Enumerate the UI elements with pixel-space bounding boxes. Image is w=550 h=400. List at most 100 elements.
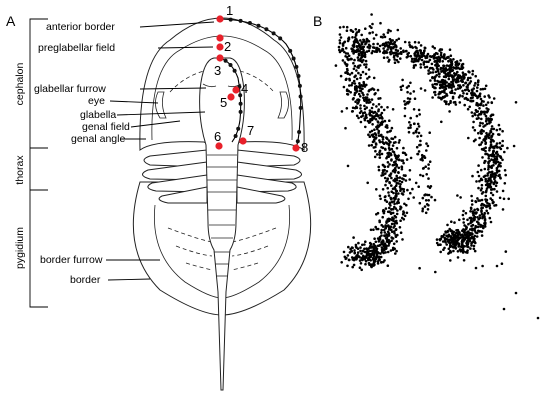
scatter-point bbox=[512, 144, 516, 148]
scatter-point bbox=[359, 39, 362, 42]
scatter-point bbox=[357, 255, 361, 258]
scatter-point bbox=[449, 63, 452, 67]
scatter-point bbox=[452, 79, 455, 82]
scatter-point bbox=[434, 70, 438, 74]
scatter-point bbox=[364, 240, 367, 243]
scatter-point bbox=[456, 239, 460, 242]
scatter-point bbox=[359, 89, 363, 93]
scatter-point bbox=[400, 88, 403, 91]
scatter-point bbox=[408, 121, 411, 124]
scatter-point bbox=[487, 94, 490, 97]
scatter-point bbox=[353, 75, 356, 79]
scatter-point bbox=[443, 95, 447, 98]
scatter-point bbox=[464, 81, 468, 85]
scatter-point bbox=[466, 239, 470, 242]
landmark-8-number: 8 bbox=[301, 140, 308, 155]
scatter-point bbox=[362, 254, 365, 258]
scatter-point bbox=[486, 183, 489, 187]
scatter-point bbox=[493, 177, 496, 181]
scatter-point bbox=[356, 251, 360, 254]
scatter-point bbox=[414, 181, 418, 185]
leader-genal-field bbox=[130, 120, 181, 128]
scatter-point bbox=[405, 211, 409, 215]
panel-b-label: B bbox=[313, 13, 322, 29]
scatter-point bbox=[399, 50, 403, 54]
scatter-point bbox=[384, 207, 388, 210]
scatter-point bbox=[419, 49, 423, 52]
scatter-point bbox=[365, 41, 368, 44]
scatter-point bbox=[444, 57, 447, 61]
scatter-point bbox=[500, 144, 504, 148]
semilandmark-dot bbox=[296, 74, 301, 78]
scatter-point bbox=[363, 104, 366, 108]
scatter-point bbox=[383, 35, 387, 39]
scatter-point bbox=[425, 173, 429, 176]
scatter-point bbox=[391, 163, 395, 167]
scatter-point bbox=[443, 91, 446, 94]
scatter-point bbox=[490, 125, 494, 128]
semilandmark-dot bbox=[256, 23, 261, 28]
scatter-point bbox=[429, 66, 433, 70]
scatter-point bbox=[387, 234, 391, 237]
section-cephalon: cephalon bbox=[14, 63, 26, 106]
scatter-point bbox=[413, 52, 416, 55]
scatter-point bbox=[386, 179, 389, 182]
scatter-point bbox=[495, 128, 499, 132]
scatter-point bbox=[391, 137, 395, 141]
scatter-point bbox=[477, 131, 480, 135]
leader-anterior-border bbox=[139, 21, 215, 28]
scatter-point bbox=[395, 58, 399, 62]
thorax-pleura bbox=[142, 161, 208, 181]
scatter-point bbox=[427, 69, 430, 72]
scatter-point bbox=[397, 154, 400, 157]
scatter-point bbox=[377, 125, 380, 129]
scatter-point bbox=[441, 90, 444, 93]
scatter-point bbox=[483, 95, 487, 98]
scatter-point bbox=[420, 153, 424, 157]
scatter-point bbox=[419, 134, 423, 138]
scatter-point bbox=[498, 176, 502, 179]
scatter-point bbox=[448, 74, 452, 77]
scatter-point bbox=[485, 205, 488, 209]
scatter-point bbox=[365, 63, 368, 66]
scatter-point bbox=[380, 231, 383, 234]
scatter-point bbox=[444, 241, 447, 244]
scatter-point bbox=[401, 238, 404, 241]
scatter-point bbox=[337, 45, 341, 49]
scatter-point bbox=[482, 104, 485, 107]
scatter-point bbox=[438, 96, 442, 100]
scatter-point bbox=[485, 122, 489, 126]
scatter-point bbox=[363, 85, 367, 88]
scatter-point bbox=[428, 55, 432, 58]
scatter-point bbox=[338, 41, 342, 45]
scatter-point bbox=[357, 92, 361, 96]
scatter-point bbox=[360, 42, 364, 46]
scatter-point bbox=[468, 228, 472, 231]
scatter-point bbox=[491, 198, 494, 202]
scatter-point bbox=[347, 258, 351, 262]
scatter-point bbox=[443, 81, 447, 84]
scatter-point bbox=[386, 31, 390, 34]
scatter-point bbox=[389, 129, 393, 133]
scatter-point bbox=[477, 116, 480, 120]
scatter-point bbox=[355, 258, 358, 261]
scatter-point bbox=[392, 55, 396, 59]
scatter-point bbox=[484, 190, 488, 194]
semilandmark-dot bbox=[297, 130, 302, 134]
eye-right bbox=[277, 91, 289, 119]
scatter-point bbox=[452, 85, 456, 88]
scatter-point bbox=[472, 217, 475, 220]
scatter-point bbox=[391, 144, 395, 147]
scatter-point bbox=[480, 141, 484, 144]
scatter-point bbox=[367, 89, 371, 93]
scatter-point bbox=[435, 56, 438, 59]
scatter-point bbox=[354, 88, 357, 91]
scatter-point bbox=[467, 222, 470, 226]
scatter-point bbox=[357, 52, 361, 56]
scatter-point bbox=[480, 117, 483, 121]
semilandmark-dot bbox=[298, 105, 303, 110]
scatter-point bbox=[449, 54, 453, 57]
scatter-point bbox=[372, 42, 375, 46]
scatter-point bbox=[359, 249, 362, 253]
scatter-point bbox=[447, 60, 450, 63]
